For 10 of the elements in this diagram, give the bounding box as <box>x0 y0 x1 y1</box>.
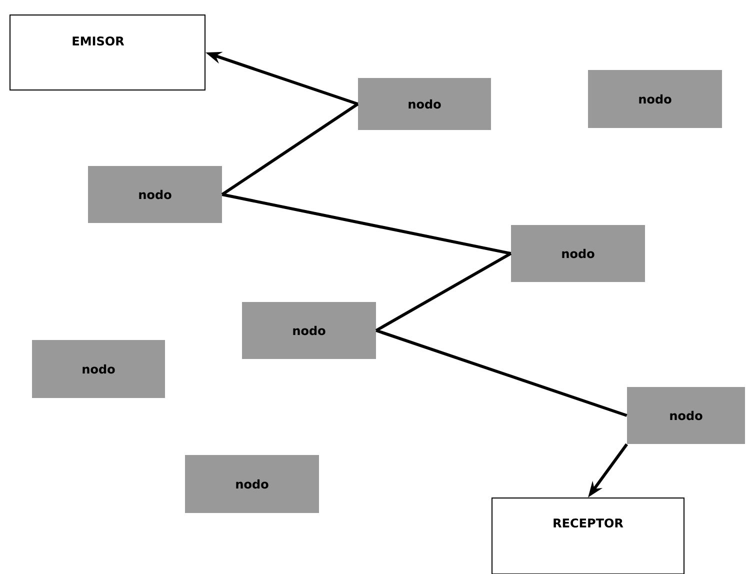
node-box: nodo <box>242 302 376 359</box>
node-box: nodo <box>32 340 165 398</box>
node-box: nodo <box>627 387 745 444</box>
terminal-box: EMISOR <box>10 14 206 90</box>
terminal-box: RECEPTOR <box>492 498 684 574</box>
node-box: nodo <box>588 70 722 128</box>
node-box: nodo <box>88 166 222 223</box>
node-box: nodo <box>358 78 491 130</box>
node-box: nodo <box>185 455 319 513</box>
node-box: nodo <box>511 225 645 282</box>
